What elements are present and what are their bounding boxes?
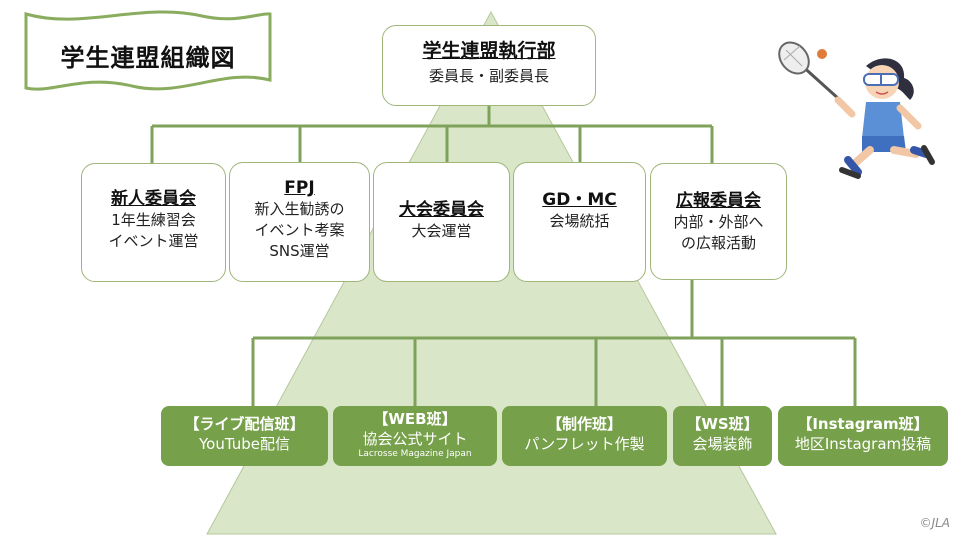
committee-title: GD・MC [542,190,617,210]
committee-box-fpj: FPJ 新入生勧誘の イベント考案 SNS運営 [229,162,370,282]
committee-box-shinjin: 新人委員会 1年生練習会 イベント運営 [81,163,226,282]
committee-line: SNS運営 [269,242,330,260]
team-desc: 会場装飾 [692,435,753,453]
committee-line: 会場統括 [549,212,610,230]
committee-line: 大会運営 [411,222,472,240]
committee-line: イベント運営 [108,232,199,250]
committee-box-gdmc: GD・MC 会場統括 [513,162,646,282]
team-box-live: 【ライブ配信班】 YouTube配信 [161,406,328,466]
committee-title: 広報委員会 [676,191,761,211]
team-title: 【WS班】 [686,415,759,433]
team-desc: 地区Instagram投稿 [794,435,932,453]
committee-line: イベント考案 [254,221,345,239]
committee-line: 新入生勧誘の [254,200,345,218]
team-box-seisaku: 【制作班】 パンフレット作製 [502,406,667,466]
team-title: 【制作班】 [546,415,622,433]
team-box-web: 【WEB班】 協会公式サイト Lacrosse Magazine Japan [333,406,497,466]
committee-box-taikai: 大会委員会 大会運営 [373,162,510,282]
connector-lines [150,106,857,406]
executive-desc: 委員長・副委員長 [428,67,549,85]
committee-line: 内部・外部へ [673,213,764,231]
committee-line: 1年生練習会 [111,211,196,229]
lacrosse-player-illustration [778,41,935,179]
committee-box-kouhou: 広報委員会 内部・外部へ の広報活動 [650,163,787,280]
chart-title: 学生連盟組織図 [60,44,236,72]
banner-shape [24,10,272,91]
team-desc: パンフレット作製 [524,435,645,453]
team-title: 【ライブ配信班】 [184,415,305,433]
team-title: 【WEB班】 [373,410,457,428]
executive-title: 学生連盟執行部 [422,40,556,62]
team-desc: YouTube配信 [199,435,290,453]
committee-title: FPJ [284,178,315,198]
team-box-instagram: 【Instagram班】 地区Instagram投稿 [778,406,948,466]
team-title: 【Instagram班】 [797,415,929,433]
team-box-ws: 【WS班】 会場装飾 [673,406,772,466]
team-desc: 協会公式サイト [362,430,468,448]
title-banner: 学生連盟組織図 [22,8,274,96]
team-subtext: Lacrosse Magazine Japan [358,449,472,459]
committee-title: 大会委員会 [399,200,484,220]
committee-title: 新人委員会 [111,189,196,209]
copyright-text: ©JLA [919,516,950,530]
executive-box: 学生連盟執行部 委員長・副委員長 [382,25,596,106]
committee-line: の広報活動 [680,234,756,252]
